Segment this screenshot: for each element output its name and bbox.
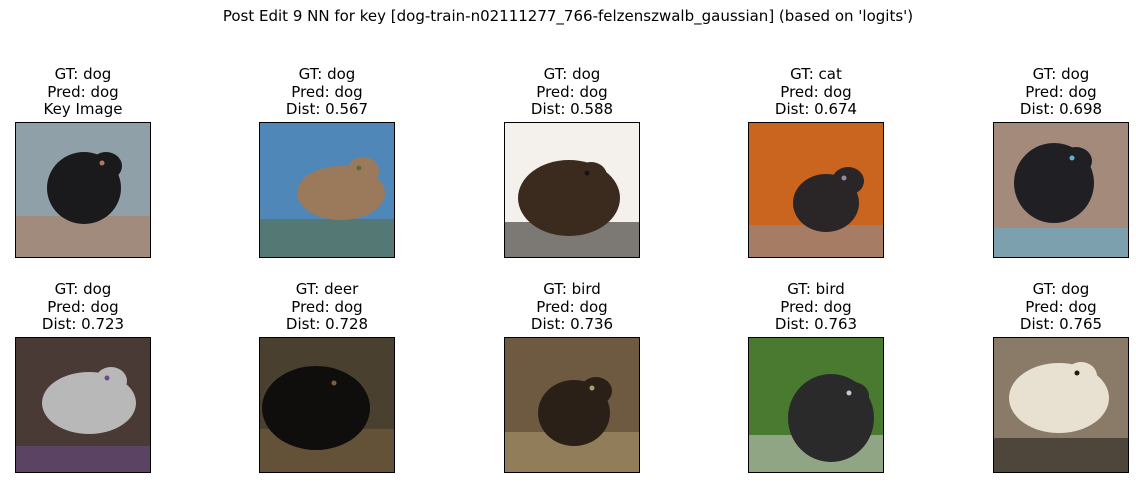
- distance-label: Dist: 0.588: [530, 100, 614, 118]
- gt-label: GT: bird: [787, 280, 845, 298]
- pred-label: Pred: dog: [1025, 82, 1097, 101]
- pred-label: Pred: dog: [291, 297, 363, 316]
- gt-label: GT: cat: [790, 65, 842, 83]
- pred-label: Pred: dog: [47, 82, 119, 101]
- thumbnail-image: [993, 122, 1129, 258]
- figure-title: Post Edit 9 NN for key [dog-train-n02111…: [222, 7, 914, 25]
- thumbnail-image: [259, 337, 395, 473]
- gt-label: GT: dog: [54, 280, 112, 298]
- distance-label: Dist: 0.698: [1019, 100, 1103, 118]
- gt-label: GT: dog: [298, 65, 356, 83]
- distance-label: Dist: 0.736: [530, 315, 614, 333]
- distance-label: Dist: 0.763: [774, 315, 858, 333]
- distance-label: Dist: 0.765: [1019, 315, 1103, 333]
- pred-label: Pred: dog: [536, 82, 608, 101]
- gt-label: GT: dog: [54, 65, 112, 83]
- distance-label: Dist: 0.674: [774, 100, 858, 118]
- pred-label: Pred: dog: [780, 297, 852, 316]
- pred-label: Pred: dog: [1025, 297, 1097, 316]
- pred-label: Pred: dog: [47, 297, 119, 316]
- thumbnail-image: [748, 122, 884, 258]
- thumbnail-image: [993, 337, 1129, 473]
- thumbnail-image: [748, 337, 884, 473]
- thumbnail-image: [259, 122, 395, 258]
- pred-label: Pred: dog: [536, 297, 608, 316]
- thumbnail-image: [504, 337, 640, 473]
- thumbnail-image: [504, 122, 640, 258]
- pred-label: Pred: dog: [780, 82, 852, 101]
- pred-label: Pred: dog: [291, 82, 363, 101]
- key-image-label: Key Image: [43, 100, 123, 118]
- distance-label: Dist: 0.728: [285, 315, 369, 333]
- gt-label: GT: dog: [543, 65, 601, 83]
- gt-label: GT: bird: [543, 280, 601, 298]
- distance-label: Dist: 0.567: [285, 100, 369, 118]
- gt-label: GT: dog: [1032, 65, 1090, 83]
- distance-label: Dist: 0.723: [41, 315, 125, 333]
- gt-label: GT: dog: [1032, 280, 1090, 298]
- thumbnail-image: [15, 337, 151, 473]
- gt-label: GT: deer: [295, 280, 359, 298]
- thumbnail-image: [15, 122, 151, 258]
